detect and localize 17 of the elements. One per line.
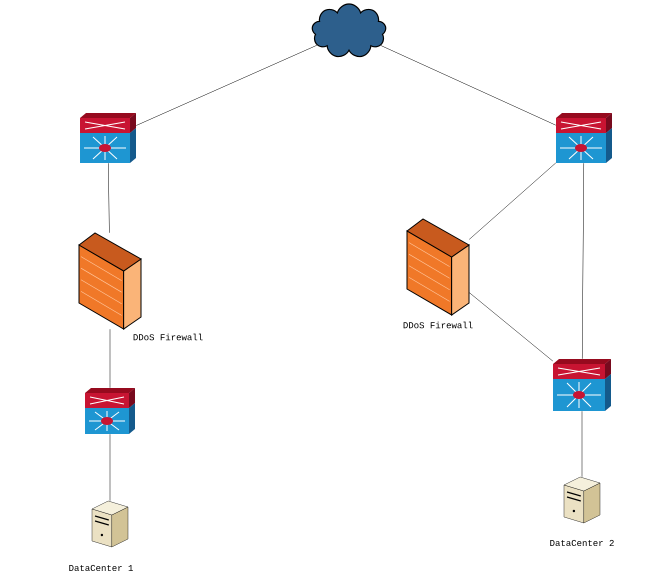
switch-drawing: [553, 359, 611, 411]
connector-line: [380, 45, 556, 126]
switch-drawing: [80, 113, 136, 163]
connector-line: [468, 292, 554, 362]
connector-line: [108, 162, 110, 234]
device-label: DataCenter 1: [69, 564, 133, 572]
server-drawing: [92, 500, 128, 548]
connector-line: [136, 45, 318, 126]
device-label: DDoS Firewall: [134, 334, 203, 340]
server-drawing: [564, 476, 600, 524]
switch-drawing: [85, 388, 135, 434]
connector-line: [582, 162, 584, 360]
device-label: DDoS Firewall: [404, 322, 473, 328]
cloud-drawing: [312, 3, 386, 58]
connector-line: [468, 162, 556, 240]
device-label: DataCenter 2: [550, 540, 614, 546]
switch-drawing: [556, 113, 612, 163]
